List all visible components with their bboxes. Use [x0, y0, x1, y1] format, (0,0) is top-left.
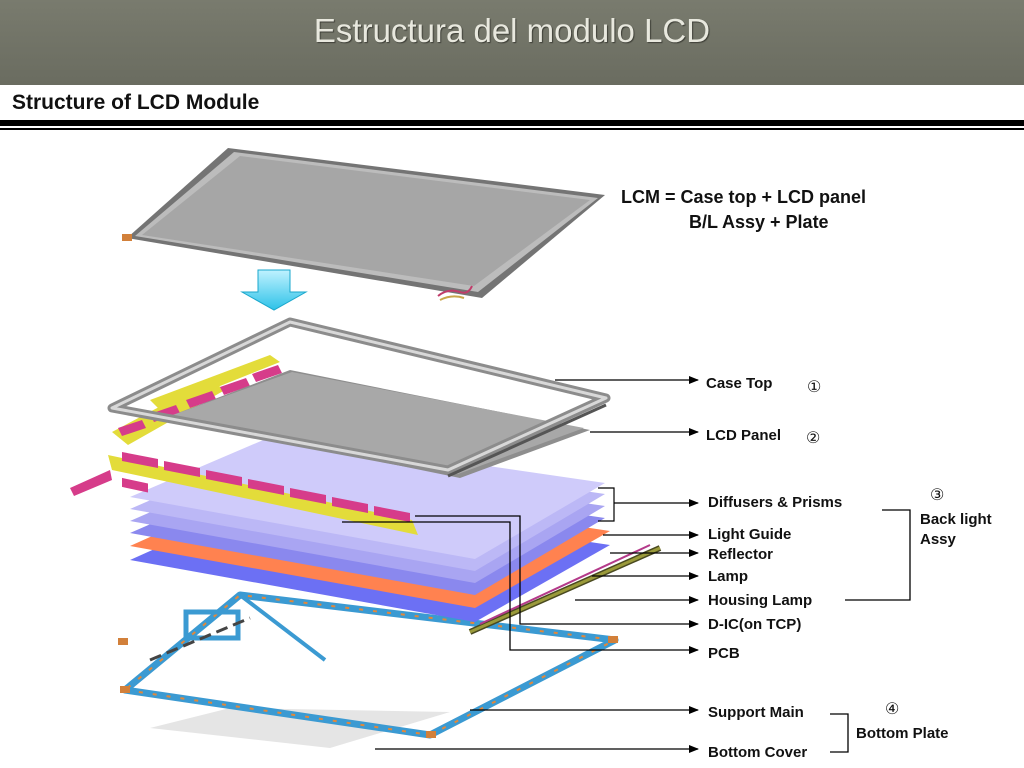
number-1: ①	[807, 379, 822, 396]
number-4: ④	[885, 701, 900, 718]
assembled-module	[122, 148, 605, 301]
label-lcd-panel: LCD Panel	[706, 427, 782, 444]
header-rule-thick	[0, 120, 1024, 126]
label-pcb: PCB	[708, 645, 740, 662]
number-3: ③	[930, 487, 945, 504]
header-rule-thin	[0, 128, 1024, 130]
support-main-frame	[118, 591, 619, 748]
pcb-tcp-assembly	[70, 355, 418, 535]
slide-title: Estructura del modulo LCD	[313, 12, 711, 49]
backlight-stack	[130, 435, 610, 622]
leader-lines	[342, 376, 699, 753]
formula-line-2: B/L Assy + Plate	[689, 212, 829, 232]
label-bottom-cover: Bottom Cover	[708, 744, 808, 761]
assembly-arrow-icon	[240, 269, 308, 311]
label-housing-lamp: Housing Lamp	[708, 592, 813, 609]
label-backlight-line2: Assy	[920, 531, 956, 548]
label-bottom-plate: Bottom Plate	[856, 725, 949, 742]
label-reflector: Reflector	[708, 546, 774, 563]
group-brackets	[830, 509, 911, 753]
title-bar: Estructura del modulo LCD	[0, 0, 1024, 85]
lamp-rods	[468, 544, 662, 635]
case-top-frame	[107, 317, 611, 478]
formula-line-1: LCM = Case top + LCD panel	[621, 187, 867, 207]
label-light-guide: Light Guide	[708, 526, 792, 543]
number-2: ②	[806, 430, 821, 447]
label-case-top: Case Top	[706, 375, 773, 392]
label-backlight-line1: Back light	[920, 511, 992, 528]
label-support-main: Support Main	[708, 704, 804, 721]
label-lamp: Lamp	[708, 568, 749, 585]
label-d-ic: D-IC(on TCP)	[708, 616, 802, 633]
label-diffusers-prisms: Diffusers & Prisms	[708, 494, 843, 511]
diffusers-bracket	[598, 487, 615, 522]
slide-subtitle: Structure of LCD Module	[12, 91, 260, 114]
